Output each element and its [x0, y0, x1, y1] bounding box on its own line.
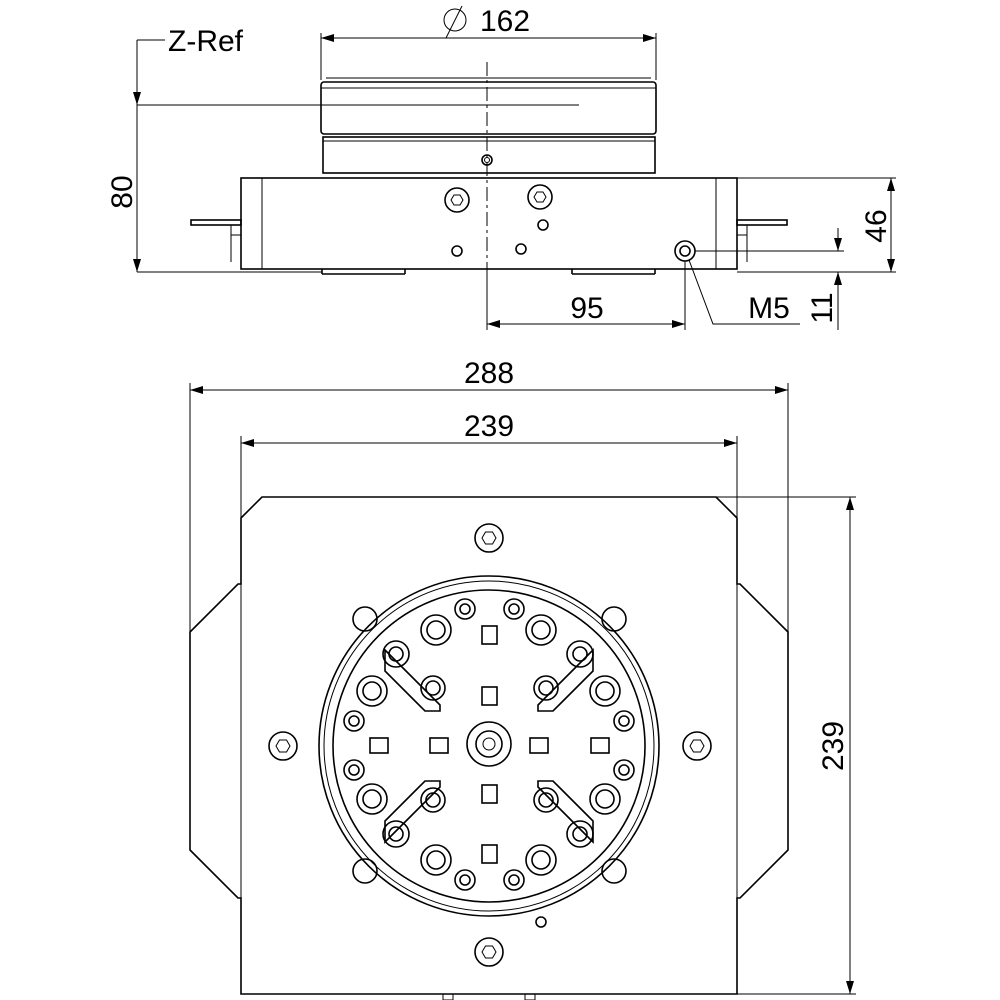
side-bolt-left [444, 187, 470, 213]
thread-label: M5 [748, 292, 790, 325]
center-bore [466, 721, 512, 767]
right-wing [736, 219, 788, 226]
width-overall-label: 288 [464, 357, 514, 390]
depth-base-label: 239 [817, 721, 850, 771]
side-bolt-right [527, 184, 553, 210]
left-wing [190, 219, 242, 226]
top-ring [320, 81, 657, 135]
height-total-label: 80 [106, 175, 139, 208]
cylinder-body [322, 136, 656, 174]
bolt-top [474, 523, 504, 553]
bolt-bottom [474, 937, 504, 967]
side-view [133, 5, 896, 330]
bolt-right [682, 731, 712, 761]
bolt-left [268, 731, 298, 761]
height-base-label: 46 [860, 209, 893, 242]
chuck-outer-ring [318, 575, 660, 917]
hole-height-label: 11 [806, 292, 839, 323]
offset-label: 95 [570, 292, 603, 325]
plan-view [189, 383, 856, 1000]
z-ref-label: Z-Ref [168, 25, 244, 58]
base-plate-outline [189, 496, 789, 995]
base-block [240, 177, 738, 270]
width-base-label: 239 [464, 410, 514, 443]
diameter-label: 162 [480, 5, 530, 38]
m5-thread-hole [674, 240, 696, 262]
